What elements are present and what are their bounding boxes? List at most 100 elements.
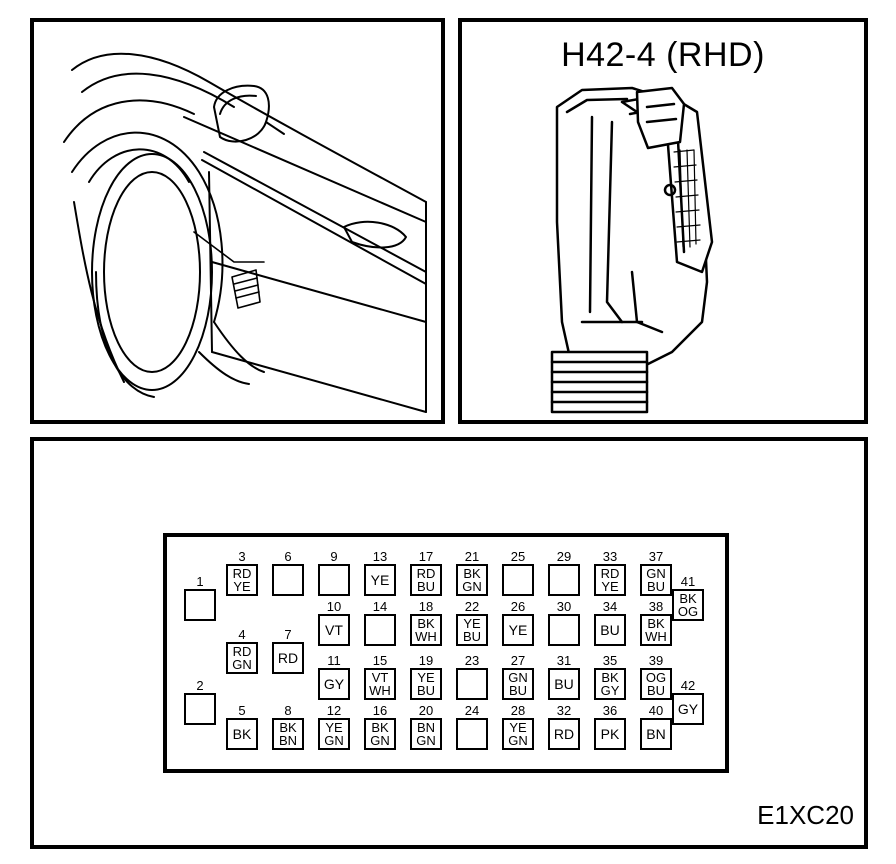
pin-number: 32 bbox=[557, 703, 571, 718]
pin-wire-color: RD bbox=[601, 566, 620, 581]
pin-box bbox=[502, 718, 534, 750]
pin-box bbox=[502, 668, 534, 700]
pin-wire-color: BU bbox=[554, 676, 573, 692]
pin-box bbox=[640, 668, 672, 700]
pin-box bbox=[502, 614, 534, 646]
pin-wire-color: WH bbox=[645, 629, 667, 644]
pin-number: 13 bbox=[373, 549, 387, 564]
pin-wire-color: RD bbox=[278, 650, 298, 666]
pin-number: 16 bbox=[373, 703, 387, 718]
connector-face-outline bbox=[163, 533, 729, 773]
pin-wire-color: BK bbox=[371, 720, 389, 735]
pin-wire-color: GN bbox=[462, 579, 482, 594]
pinout-diagram: 123RDYE4RDGN5BK67RD8BKBN910VT11GY12YEGN1… bbox=[163, 533, 729, 773]
pin-wire-color: YE bbox=[233, 579, 251, 594]
pin-box bbox=[364, 668, 396, 700]
pin-29: 29 bbox=[548, 549, 580, 596]
pin-box bbox=[640, 614, 672, 646]
pin-23: 23 bbox=[456, 653, 488, 700]
connector-view-panel: H42-4 (RHD) bbox=[458, 18, 868, 424]
pin-wire-color: BK bbox=[679, 591, 697, 606]
pin-wire-color: BU bbox=[647, 579, 665, 594]
pin-wire-color: OG bbox=[646, 670, 666, 685]
pin-wire-color: GN bbox=[232, 657, 252, 672]
pin-wire-color: GN bbox=[324, 733, 344, 748]
pin-number: 41 bbox=[681, 574, 695, 589]
pin-wire-color: RD bbox=[417, 566, 436, 581]
pin-wire-color: GY bbox=[678, 701, 699, 717]
pin-box bbox=[456, 564, 488, 596]
pin-wire-color: PK bbox=[601, 726, 620, 742]
pin-7: 7RD bbox=[272, 627, 304, 674]
pin-box bbox=[364, 614, 396, 646]
pin-box bbox=[594, 718, 626, 750]
pin-wire-color: YE bbox=[509, 622, 528, 638]
pin-wire-color: BU bbox=[600, 622, 619, 638]
pin-box bbox=[548, 668, 580, 700]
pin-wire-color: GN bbox=[646, 566, 666, 581]
pin-number: 17 bbox=[419, 549, 433, 564]
pin-30: 30 bbox=[548, 599, 580, 646]
pin-wire-color: GY bbox=[324, 676, 345, 692]
pin-number: 22 bbox=[465, 599, 479, 614]
pin-number: 8 bbox=[284, 703, 291, 718]
pin-9: 9 bbox=[318, 549, 350, 596]
pin-wire-color: VT bbox=[372, 670, 389, 685]
pin-number: 7 bbox=[284, 627, 291, 642]
pin-5: 5BK bbox=[226, 703, 258, 750]
pin-box bbox=[226, 718, 258, 750]
pin-number: 20 bbox=[419, 703, 433, 718]
pin-box bbox=[410, 564, 442, 596]
vehicle-line-drawing bbox=[63, 52, 427, 413]
pin-wire-color: RD bbox=[233, 566, 252, 581]
pin-number: 30 bbox=[557, 599, 571, 614]
pin-number: 26 bbox=[511, 599, 525, 614]
pin-box bbox=[410, 614, 442, 646]
pin-number: 18 bbox=[419, 599, 433, 614]
pin-wire-color: BN bbox=[646, 726, 665, 742]
pin-number: 3 bbox=[238, 549, 245, 564]
pin-6: 6 bbox=[272, 549, 304, 596]
pin-number: 2 bbox=[196, 678, 203, 693]
pin-number: 34 bbox=[603, 599, 617, 614]
pin-box bbox=[548, 718, 580, 750]
pin-box bbox=[640, 564, 672, 596]
pin-wire-color: BK bbox=[463, 566, 481, 581]
pin-wire-color: BK bbox=[279, 720, 297, 735]
pin-wire-color: GY bbox=[601, 683, 620, 698]
pin-box bbox=[456, 668, 488, 700]
pin-box bbox=[184, 693, 216, 725]
pin-wire-color: OG bbox=[678, 604, 698, 619]
pin-1: 1 bbox=[184, 574, 216, 621]
pin-wire-color: YE bbox=[601, 579, 619, 594]
connector-title: H42-4 (RHD) bbox=[561, 36, 765, 74]
pin-box bbox=[272, 718, 304, 750]
pin-box bbox=[318, 668, 350, 700]
pin-number: 37 bbox=[649, 549, 663, 564]
pin-wire-color: YE bbox=[371, 572, 390, 588]
pin-wire-color: YE bbox=[325, 720, 343, 735]
pin-wire-color: RD bbox=[233, 644, 252, 659]
pin-wire-color: GN bbox=[508, 670, 528, 685]
pin-wire-color: BK bbox=[601, 670, 619, 685]
pin-wire-color: BU bbox=[463, 629, 481, 644]
pin-number: 28 bbox=[511, 703, 525, 718]
pin-box bbox=[672, 693, 704, 725]
pin-box bbox=[364, 564, 396, 596]
